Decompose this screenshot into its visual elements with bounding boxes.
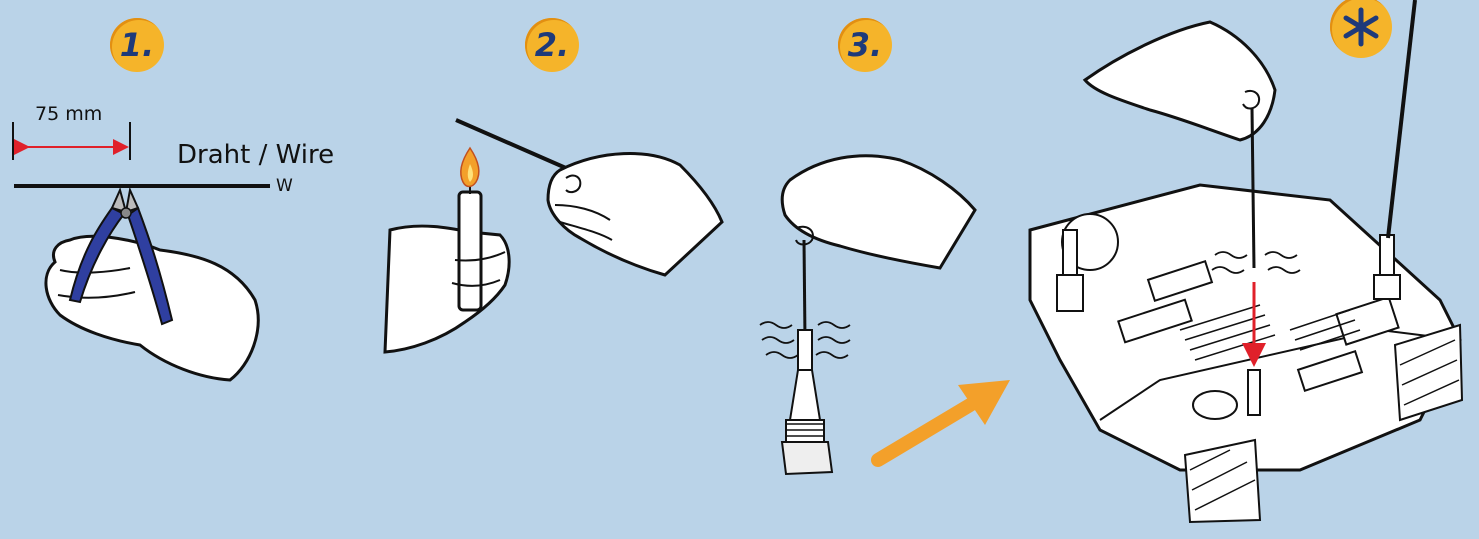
wire-label: Draht / Wire [177,140,334,170]
orange-direction-arrow [878,380,1010,460]
hand-icon [548,154,722,275]
step-badge-3: 3. [838,18,892,72]
measurement-label: 75 mm [35,103,102,125]
wire-code-label: W [276,176,293,196]
hand-icon [782,156,975,268]
step-number: 3. [838,18,892,72]
step2-illustration [385,120,722,352]
step-number: 1. [110,18,164,72]
chassis-illustration [1030,0,1462,522]
step-number: 2. [525,18,579,72]
hand-icon [385,226,509,352]
step-badge-2: 2. [525,18,579,72]
hand-icon [1085,22,1275,140]
asterisk-badge [1330,0,1392,58]
step-badge-1: 1. [110,18,164,72]
asterisk-icon [1330,0,1392,58]
